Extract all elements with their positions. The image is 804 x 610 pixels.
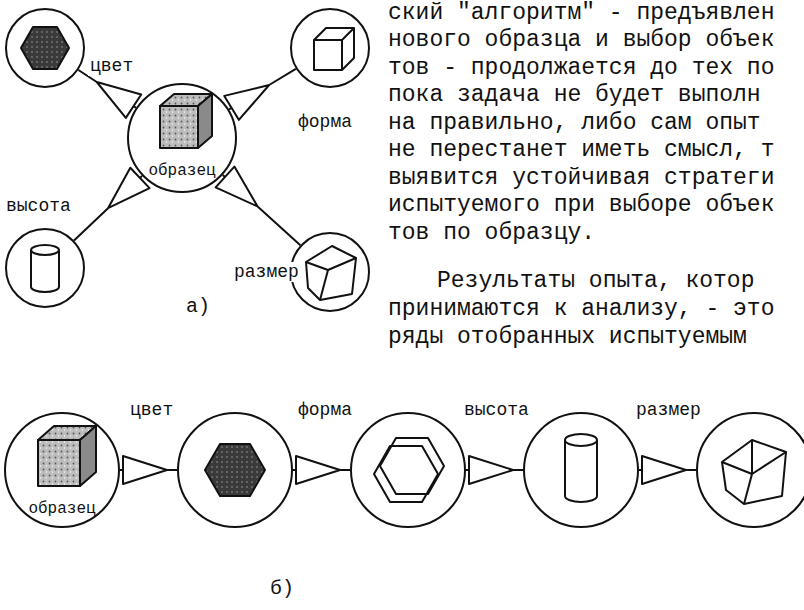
attribute-label: размер [634,400,703,420]
hexagon-prism [374,438,444,502]
hexagon-dark [205,444,265,496]
cube-sample [38,426,96,486]
cube-outline [314,28,354,70]
cylinder [565,434,597,502]
chevron-arrow [216,167,301,246]
hexagon-dark [21,27,69,69]
chevron-arrow [120,456,177,484]
chevron-arrow [639,456,696,484]
object-circle [177,412,293,528]
cube-sample [160,94,212,148]
attribute-label: форма [296,400,354,420]
object-circle: образец [4,412,120,528]
body-text-line: ряды отобранных испытуемым [388,324,747,350]
chevron-arrow [224,69,296,120]
body-text-line: тов по образцу. [388,220,595,246]
figure-tag: а) [186,296,210,318]
object-circle [5,8,85,88]
body-text-line: не перестанет иметь смысл, т [388,137,774,163]
body-text-line: ский "алгоритм" - предъявлен [388,0,774,26]
object-circle: образец [127,83,237,193]
cylinder [31,245,59,292]
sample-label: образец [129,162,235,180]
object-circle [696,412,804,528]
body-text-line: выявится устойчивая стратеги [388,165,774,191]
object-circle [290,232,370,312]
chevron-arrow [293,456,350,484]
chevron-arrow [74,168,150,241]
attribute-label: цвет [128,400,175,420]
body-text-line: Результаты опыта, котор [437,268,754,294]
body-text-line: испытуемого при выборе объек [388,192,774,218]
object-circle [5,228,85,308]
body-text-line: на правильно, либо сам опыт [388,110,761,136]
chevron-arrow [78,70,141,118]
attribute-label: высота [462,400,531,420]
attribute-label: размер [232,262,301,282]
object-circle [350,412,466,528]
attribute-label: высота [4,196,73,216]
attribute-label: форма [296,112,354,132]
body-text-line: пока задача не будет выполн [388,82,761,108]
body-text-line: тов - продолжается до тех по [388,55,774,81]
body-text-line: принимаются к анализу, - это [388,296,774,322]
attribute-label: цвет [88,56,135,76]
object-circle [523,412,639,528]
body-text-line: нового образца и выбор объек [388,27,774,53]
figure-tag: б) [270,578,294,600]
polyhedron [306,246,356,300]
object-circle [290,8,370,88]
chevron-arrow [466,456,523,484]
sample-label: образец [6,500,118,518]
polyhedron [722,440,786,504]
